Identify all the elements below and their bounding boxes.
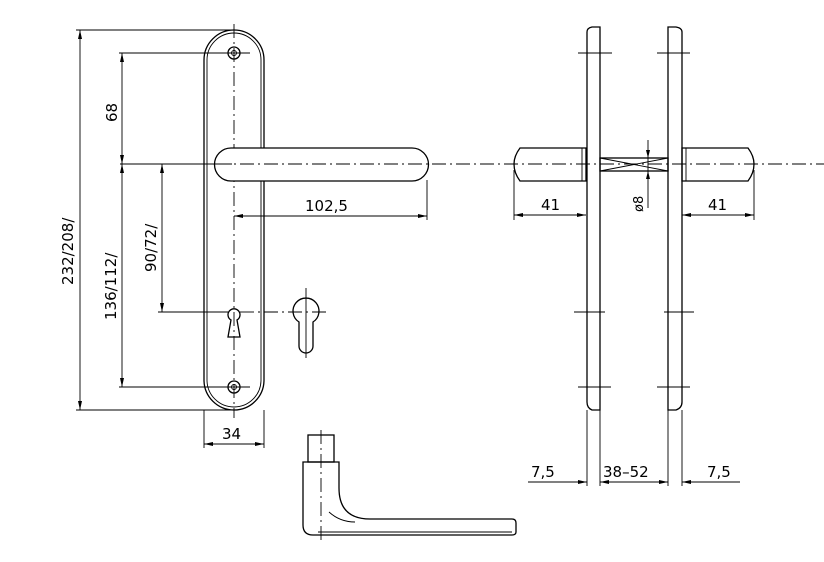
dim-overall-height: 232/208/ xyxy=(59,217,77,285)
lever-top-view xyxy=(302,430,517,540)
dim-spindle: ø8 xyxy=(632,196,647,212)
dim-handle-length: 102,5 xyxy=(305,197,348,215)
dim-left-handle: 41 xyxy=(541,196,560,214)
cylinder-profile xyxy=(240,288,330,358)
dim-handle-to-keyhole: 90/72/ xyxy=(142,223,160,272)
dim-right-handle: 41 xyxy=(708,196,727,214)
dim-left-plate: 7,5 xyxy=(531,463,555,481)
dimension-lines-front xyxy=(76,29,428,448)
dim-screw-to-handle: 68 xyxy=(103,103,121,122)
dim-right-plate: 7,5 xyxy=(707,463,731,481)
dim-door-thickness: 38–52 xyxy=(603,463,649,481)
dim-handle-to-lower-screw: 136/112/ xyxy=(102,252,120,320)
keyhole xyxy=(227,308,241,338)
backplate-front xyxy=(203,24,265,418)
side-view xyxy=(513,26,755,486)
dim-plate-width: 34 xyxy=(222,425,241,443)
lever-front xyxy=(120,147,824,182)
